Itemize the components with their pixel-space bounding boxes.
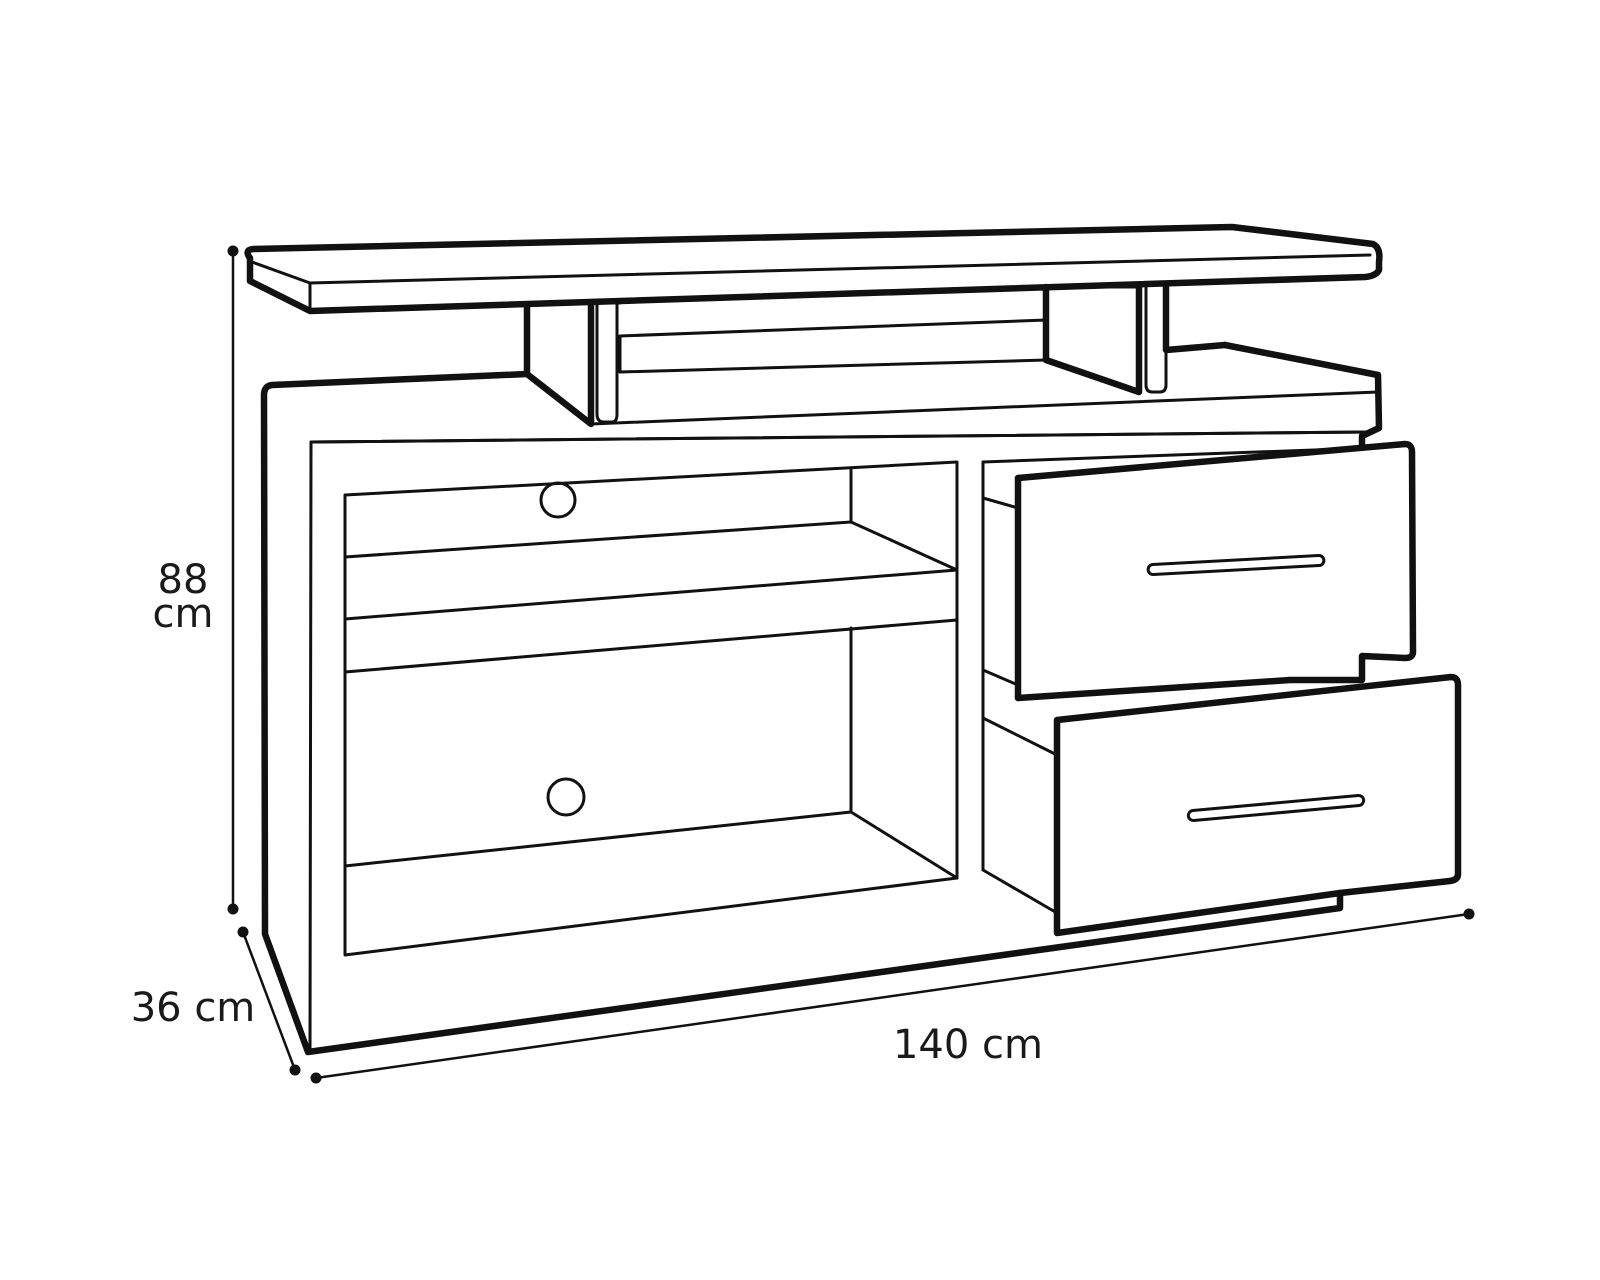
lower-drawer-handle (1186, 793, 1366, 823)
width-dimension-line (315, 912, 1470, 1080)
depth-dimension-line (241, 931, 297, 1071)
height-dimension-dot-bottom (227, 903, 239, 915)
cabinet-body (260, 341, 1383, 1056)
height-dimension-dot-top (227, 245, 239, 257)
depth-dimension: 36 cm (131, 926, 301, 1076)
depth-dimension-dot-top (237, 926, 249, 938)
height-unit: cm (153, 591, 214, 637)
width-dimension-dot-right (1463, 908, 1475, 920)
height-dimension: 88 cm (153, 245, 239, 915)
width-dimension-dot-left (310, 1072, 322, 1084)
depth-label: 36 cm (131, 985, 256, 1031)
height-value: 88 (158, 557, 209, 603)
cable-hole-bottom (546, 777, 586, 817)
upper-drawer (1014, 440, 1417, 702)
width-label: 140 cm (893, 1022, 1043, 1068)
cable-hole-top (539, 481, 577, 519)
top-shelf (244, 223, 1383, 315)
lower-drawer (1053, 673, 1462, 937)
upper-drawer-handle (1146, 554, 1326, 576)
open-compartment (343, 460, 959, 957)
width-dimension: 140 cm (310, 908, 1475, 1084)
depth-dimension-dot-bottom (289, 1064, 301, 1076)
shelf-supports (523, 283, 1229, 428)
